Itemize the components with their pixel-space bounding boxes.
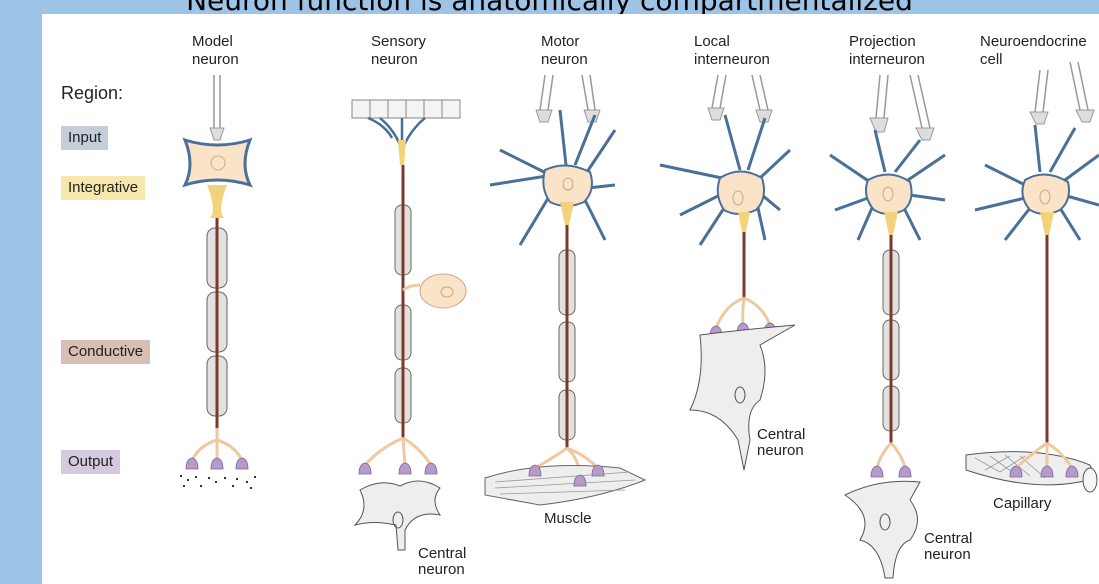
region-output-badge: Output xyxy=(61,450,121,474)
region-heading: Region: xyxy=(61,83,124,103)
target-capillary: Capillary xyxy=(993,495,1052,512)
region-integrative-badge: Integrative xyxy=(61,176,146,200)
region-conductive-badge: Conductive xyxy=(61,340,151,364)
page-title: Neuron function is anatomically compartm… xyxy=(186,0,913,17)
sensory-neuron xyxy=(351,99,467,551)
model-neuron xyxy=(180,75,256,489)
projection-interneuron xyxy=(829,74,946,579)
neuroendocrine-cell xyxy=(965,61,1099,493)
region-input-badge: Input xyxy=(61,126,109,150)
local-interneuron xyxy=(659,74,796,471)
motor-neuron xyxy=(484,74,647,506)
target-muscle: Muscle xyxy=(544,510,592,527)
